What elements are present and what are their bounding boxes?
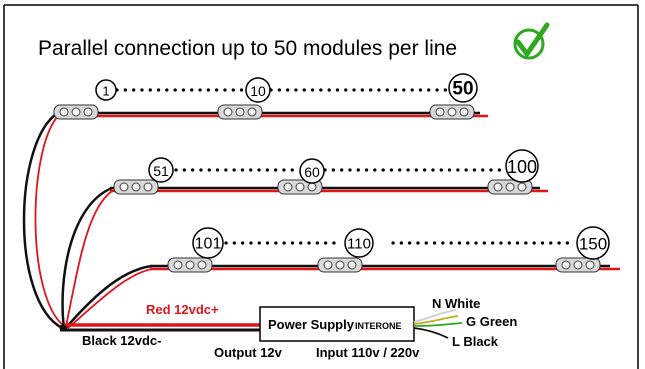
module-number-label: 150 — [579, 235, 607, 254]
led-lens — [323, 260, 333, 270]
module-number-label: 100 — [507, 157, 537, 177]
black-12v-label: Black 12vdc- — [82, 333, 162, 348]
led-lens — [505, 182, 515, 192]
module-number-circle — [192, 227, 224, 259]
led-lens — [335, 260, 345, 270]
module-number-circle — [148, 157, 174, 183]
led-lens — [173, 260, 183, 270]
l-black-label: L Black — [452, 334, 499, 349]
module-number-circle — [576, 226, 610, 260]
module-number-label: 50 — [452, 79, 473, 100]
module-number-circle — [505, 149, 539, 183]
output-label: Output 12v — [214, 345, 283, 360]
module-number-circle — [299, 158, 325, 184]
module-number-circle — [344, 228, 374, 258]
led-lens — [185, 260, 195, 270]
led-lens — [197, 260, 207, 270]
led-lens — [447, 107, 457, 117]
module-number-label: 60 — [304, 164, 320, 180]
module-number-circle — [448, 73, 478, 103]
led-module — [555, 257, 601, 273]
led-lens — [283, 182, 293, 192]
green-checkmark-icon — [513, 22, 550, 60]
input-label: Input 110v / 220v — [316, 345, 420, 360]
module-number-circle — [245, 77, 271, 103]
led-lens — [459, 107, 469, 117]
led-lens — [223, 107, 233, 117]
led-lens — [59, 107, 69, 117]
n-white-label: N White — [432, 296, 480, 311]
led-module — [217, 104, 263, 120]
module-number-circle — [95, 79, 117, 101]
red-12v-label: Red 12vdc+ — [146, 302, 219, 317]
led-lens — [247, 107, 257, 117]
led-lens — [307, 182, 317, 192]
led-lens — [235, 107, 245, 117]
row-2-wire — [110, 186, 548, 193]
row-1-wire — [56, 111, 488, 118]
led-lens — [561, 260, 571, 270]
diagram-title: Parallel connection up to 50 modules per… — [38, 37, 457, 60]
led-module — [113, 179, 159, 195]
power-supply-label: Power Supply — [268, 317, 355, 332]
module-number-label: 101 — [195, 236, 222, 253]
module-number-label: 110 — [347, 236, 371, 253]
junction-node — [59, 324, 67, 332]
led-lens — [295, 182, 305, 192]
led-lens — [573, 260, 583, 270]
led-lens — [517, 182, 527, 192]
module-number-label: 51 — [153, 163, 169, 179]
ac-input-wires — [413, 309, 463, 339]
led-module — [487, 179, 533, 195]
led-lens — [131, 182, 141, 192]
g-green-label: G Green — [466, 314, 517, 329]
module-number-label: 1 — [102, 84, 109, 99]
module-number-label: 10 — [250, 83, 266, 99]
led-lens — [71, 107, 81, 117]
led-lens — [435, 107, 445, 117]
power-supply: Power Supply INTERONE — [259, 306, 415, 342]
led-lens — [493, 182, 503, 192]
led-lens — [143, 182, 153, 192]
led-module — [167, 257, 213, 273]
led-module — [53, 104, 99, 120]
led-lens — [119, 182, 129, 192]
power-supply-brand: INTERONE — [355, 321, 402, 331]
feeder-wires — [22, 111, 153, 331]
led-lens — [347, 260, 357, 270]
led-module — [429, 104, 475, 120]
row-3-wire — [150, 264, 620, 271]
led-module — [317, 257, 363, 273]
led-lens — [585, 260, 595, 270]
led-lens — [83, 107, 93, 117]
